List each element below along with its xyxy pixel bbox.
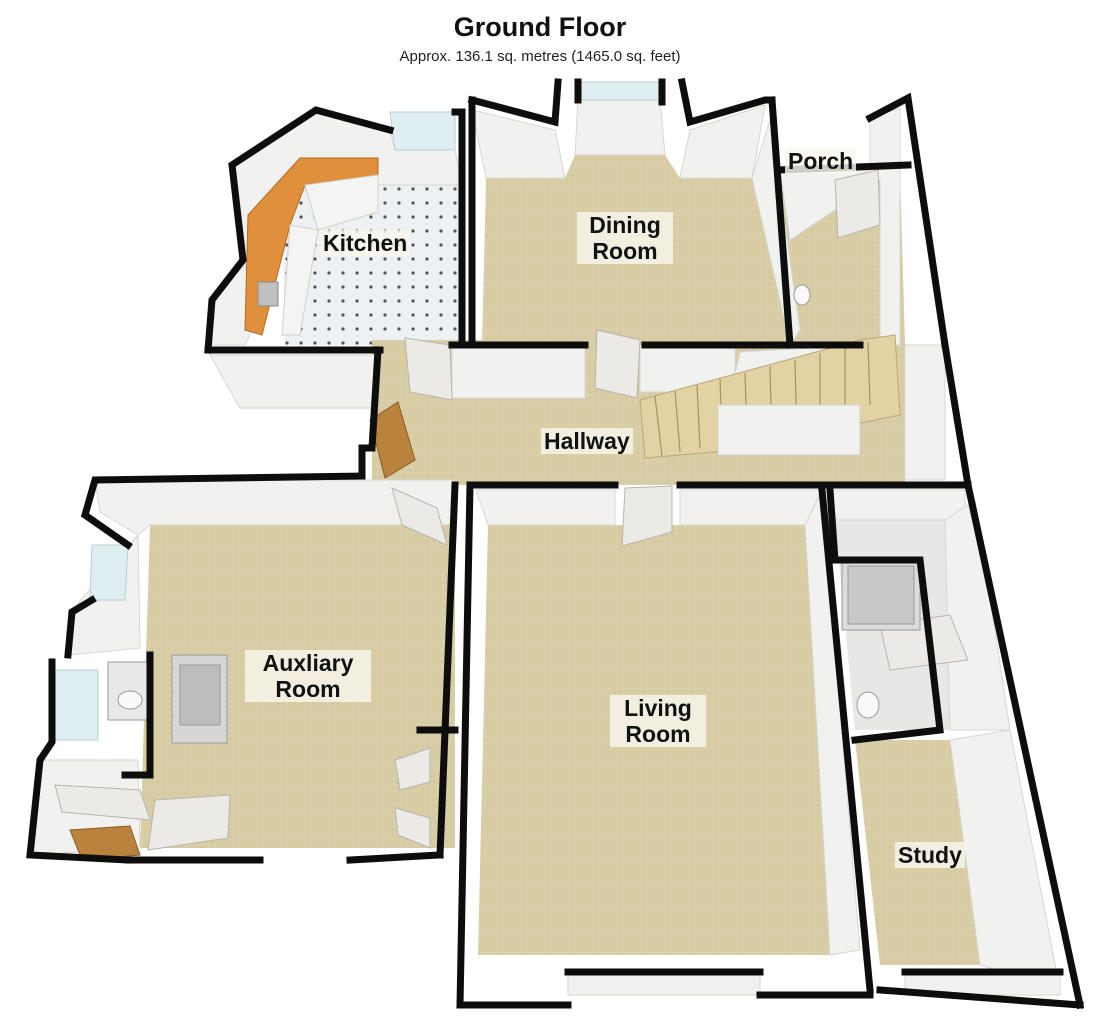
- room-label-auxiliary-line1: Auxliary: [262, 650, 354, 676]
- floor-area-subtitle: Approx. 136.1 sq. metres (1465.0 sq. fee…: [399, 48, 681, 65]
- room-label-porch: Porch: [785, 148, 857, 174]
- floor-title: Ground Floor: [453, 12, 627, 42]
- room-label-hallway: Hallway: [541, 428, 633, 454]
- room-label-auxiliary: Auxliary Room: [245, 650, 371, 702]
- room-label-kitchen: Kitchen: [320, 230, 411, 256]
- room-label-dining: Dining Room: [577, 212, 673, 264]
- room-label-auxiliary-line2: Room: [275, 676, 341, 702]
- room-label-living: Living Room: [610, 695, 706, 747]
- staircase: [639, 334, 901, 459]
- room-label-living-line1: Living: [624, 695, 692, 721]
- room-label-dining-line1: Dining: [589, 212, 661, 238]
- fixtures: [107, 284, 921, 744]
- wall-tops: [26, 77, 1085, 1010]
- room-label-dining-line2: Room: [592, 238, 658, 264]
- windows: [51, 81, 663, 741]
- kitchen-units: [244, 157, 379, 336]
- doors: [54, 169, 969, 861]
- room-label-study: Study: [895, 842, 965, 868]
- room-label-living-line2: Room: [625, 721, 691, 747]
